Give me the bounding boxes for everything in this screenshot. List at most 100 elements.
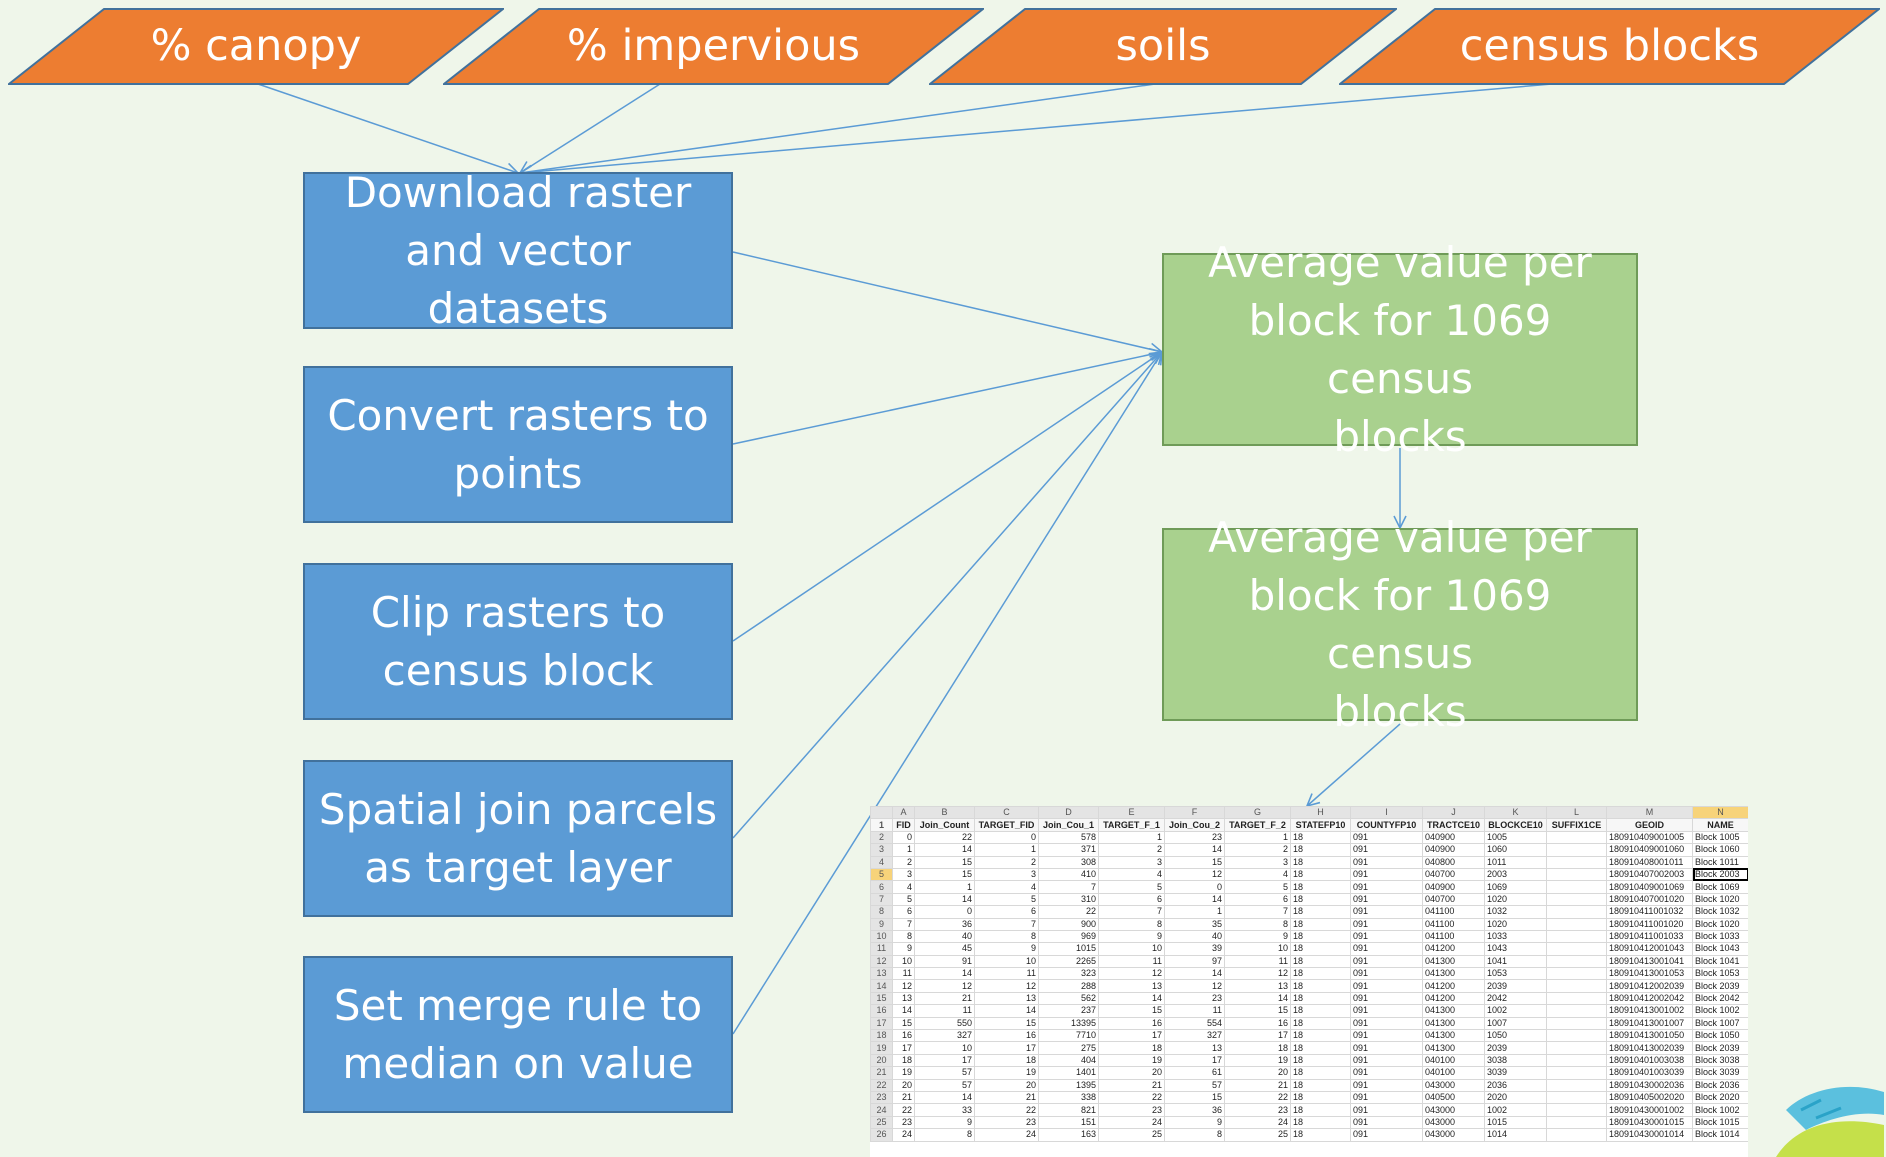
table-cell: 8 bbox=[892, 929, 915, 944]
table-cell: Block 3038 bbox=[1692, 1053, 1748, 1068]
table-cell: 20 bbox=[974, 1078, 1039, 1093]
column-letter: A bbox=[892, 806, 915, 820]
row-number: 2 bbox=[870, 830, 893, 845]
table-cell: 040700 bbox=[1422, 867, 1485, 882]
table-cell bbox=[1546, 917, 1607, 931]
table-cell: 15 bbox=[1224, 1004, 1291, 1018]
table-cell: 18 bbox=[1290, 1066, 1351, 1080]
table-cell: 4 bbox=[1224, 867, 1291, 882]
table-cell bbox=[1546, 1090, 1607, 1105]
table-cell: Block 1053 bbox=[1692, 967, 1748, 981]
row-number: 4 bbox=[870, 855, 893, 869]
table-cell: 3 bbox=[1098, 855, 1165, 869]
table-cell: 19 bbox=[892, 1066, 915, 1080]
table-cell: 9 bbox=[914, 1115, 975, 1130]
table-cell: 18 bbox=[974, 1053, 1039, 1068]
table-cell: 091 bbox=[1350, 917, 1423, 931]
table-cell: 18 bbox=[1290, 967, 1351, 981]
step-download-datasets: Download raster and vector datasets bbox=[303, 168, 733, 333]
table-cell: 040100 bbox=[1422, 1066, 1485, 1080]
input-label: % impervious bbox=[566, 21, 861, 71]
table-cell: 6 bbox=[1224, 892, 1291, 907]
table-cell: 61 bbox=[1164, 1066, 1225, 1080]
table-cell: 562 bbox=[1038, 991, 1099, 1006]
row-number: 9 bbox=[870, 917, 893, 931]
table-cell: 16 bbox=[1224, 1016, 1291, 1031]
table-cell: 969 bbox=[1038, 929, 1099, 944]
row-number: 16 bbox=[870, 1004, 893, 1018]
table-cell: 12 bbox=[1224, 967, 1291, 981]
table-cell: 180910413001050 bbox=[1606, 1029, 1693, 1043]
table-cell: 0 bbox=[1164, 880, 1225, 894]
table-cell: Block 1020 bbox=[1692, 892, 1748, 907]
table-cell: 1401 bbox=[1038, 1066, 1099, 1080]
table-cell: 36 bbox=[1164, 1103, 1225, 1117]
table-cell: 2265 bbox=[1038, 954, 1099, 969]
table-cell: Block 3039 bbox=[1692, 1066, 1748, 1080]
table-cell: 22 bbox=[974, 1103, 1039, 1117]
table-cell: 2 bbox=[1098, 843, 1165, 857]
table-cell: 11 bbox=[1164, 1004, 1225, 1018]
table-cell: 043000 bbox=[1422, 1128, 1485, 1142]
table-cell: 1007 bbox=[1484, 1016, 1547, 1031]
table-cell: 18 bbox=[1290, 991, 1351, 1006]
table-cell bbox=[1546, 1128, 1607, 1142]
table-cell: 327 bbox=[914, 1029, 975, 1043]
table-cell: 2 bbox=[1224, 843, 1291, 857]
row-number: 17 bbox=[870, 1016, 893, 1031]
table-cell: 2042 bbox=[1484, 991, 1547, 1006]
table-cell: 22 bbox=[914, 830, 975, 845]
column-letter: C bbox=[974, 806, 1039, 820]
table-cell: 091 bbox=[1350, 1066, 1423, 1080]
column-letter: H bbox=[1290, 806, 1351, 820]
table-cell: 20 bbox=[1098, 1066, 1165, 1080]
row-number: 14 bbox=[870, 979, 893, 993]
table-cell: 18 bbox=[1290, 843, 1351, 857]
table-cell: 091 bbox=[1350, 830, 1423, 845]
table-cell: 1020 bbox=[1484, 892, 1547, 907]
table-cell: 180910413001053 bbox=[1606, 967, 1693, 981]
table-cell: 041200 bbox=[1422, 991, 1485, 1006]
table-cell: 8 bbox=[1164, 1128, 1225, 1142]
table-cell: 12 bbox=[892, 979, 915, 993]
table-cell: 2039 bbox=[1484, 1041, 1547, 1055]
table-cell: 22 bbox=[1098, 1090, 1165, 1105]
column-letter: D bbox=[1038, 806, 1099, 820]
table-cell: 6 bbox=[892, 905, 915, 919]
field-header: SUFFIX1CE bbox=[1546, 818, 1607, 832]
step-spatial-join: Spatial join parcels as target layer bbox=[303, 760, 733, 917]
row-number: 6 bbox=[870, 880, 893, 894]
table-cell: 554 bbox=[1164, 1016, 1225, 1031]
table-cell: Block 1020 bbox=[1692, 917, 1748, 931]
table-cell: Block 2042 bbox=[1692, 991, 1748, 1006]
table-cell: 091 bbox=[1350, 942, 1423, 956]
table-cell: 1032 bbox=[1484, 905, 1547, 919]
table-cell: 180910412002042 bbox=[1606, 991, 1693, 1006]
table-cell: 22 bbox=[1038, 905, 1099, 919]
row-number: 13 bbox=[870, 967, 893, 981]
table-cell: 16 bbox=[974, 1029, 1039, 1043]
table-cell bbox=[1546, 880, 1607, 894]
table-cell: Block 1015 bbox=[1692, 1115, 1748, 1130]
connector-spatial-join-to-average bbox=[732, 350, 1164, 839]
table-cell: 18 bbox=[1290, 1016, 1351, 1031]
table-cell: 17 bbox=[1224, 1029, 1291, 1043]
table-cell: 041300 bbox=[1422, 1029, 1485, 1043]
table-cell: 24 bbox=[1098, 1115, 1165, 1130]
table-cell: 12 bbox=[914, 979, 975, 993]
table-cell: 180910401003038 bbox=[1606, 1053, 1693, 1068]
table-cell bbox=[1546, 867, 1607, 882]
row-number: 26 bbox=[870, 1128, 893, 1142]
row-number: 5 bbox=[870, 867, 893, 882]
table-cell: 180910430002036 bbox=[1606, 1078, 1693, 1093]
column-letter: E bbox=[1098, 806, 1165, 820]
table-cell: 18 bbox=[1290, 1041, 1351, 1055]
table-cell bbox=[1546, 1004, 1607, 1018]
